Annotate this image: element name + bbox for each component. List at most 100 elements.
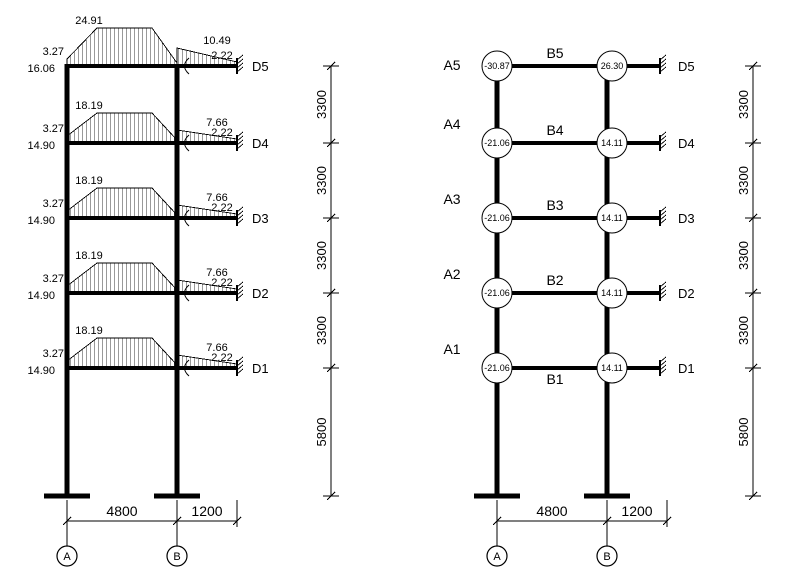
dim-story-height: 3300 [736, 166, 751, 195]
link-support-hatch [659, 360, 667, 367]
story-label: A5 [443, 57, 460, 73]
dim-tick [326, 491, 336, 501]
hinge-arc [184, 284, 190, 302]
joint-value-circle [596, 202, 628, 234]
story-label: A1 [443, 341, 460, 357]
joint-value-circle [596, 277, 628, 309]
hinge-arc [184, 134, 190, 152]
link-support-hatch [236, 58, 244, 65]
joint-value-circle [596, 127, 628, 159]
level-label: D5 [252, 59, 269, 74]
axis-bubble [486, 545, 508, 567]
dim-story-height: 5800 [314, 418, 329, 447]
dim-tick [326, 61, 336, 71]
level-label: D1 [252, 361, 269, 376]
dim-tick [662, 516, 672, 526]
link-support-hatch [236, 214, 244, 221]
link-support-hatch [659, 289, 667, 296]
moment-a-bottom-value: 14.90 [27, 215, 55, 227]
story-label: A3 [443, 191, 460, 207]
joint-moment-value: 14.11 [601, 213, 623, 223]
moment-cantilever-value: 10.49 [203, 35, 231, 47]
level-label: D4 [252, 136, 269, 151]
link-support-hatch [236, 206, 244, 213]
dim-span: 4800 [536, 503, 567, 519]
link-support-hatch [659, 206, 667, 213]
link-support-hatch [236, 364, 244, 371]
moment-a-bottom-value: 16.06 [27, 63, 55, 75]
axis-bubble-label: A [63, 551, 71, 563]
joint-moment-value: -30.87 [484, 61, 510, 71]
link-support-hatch [236, 131, 244, 138]
level-label: D3 [678, 211, 695, 226]
link-support-hatch [659, 218, 667, 225]
link-support-hatch [236, 54, 244, 61]
axis-bubble-label: A [493, 551, 501, 563]
link-support-hatch [236, 285, 244, 292]
axis-bubble [56, 545, 78, 567]
dim-tick [602, 516, 612, 526]
link-support-hatch [659, 143, 667, 150]
joint-value-circle [481, 50, 513, 82]
beam-label: B3 [546, 197, 563, 213]
base-support [584, 493, 630, 499]
dim-tick [232, 516, 242, 526]
hinge-arc [184, 209, 190, 227]
dim-tick [326, 363, 336, 373]
dim-story-height: 3300 [736, 90, 751, 119]
beam-moment-shape [66, 187, 178, 219]
link-support-hatch [659, 214, 667, 221]
dim-tick [748, 288, 758, 298]
link-support-hatch [659, 58, 667, 65]
dim-tick [748, 61, 758, 71]
link-support-hatch [659, 210, 667, 217]
moment-tip-value: 2.22 [211, 127, 232, 139]
link-support-hatch [659, 285, 667, 292]
link-support-hatch [659, 62, 667, 69]
moment-peak-value: 18.19 [75, 250, 103, 262]
moment-cantilever-value: 7.66 [206, 192, 227, 204]
level-label: D1 [678, 361, 695, 376]
dim-story-height: 3300 [314, 90, 329, 119]
moment-cantilever-value: 7.66 [206, 117, 227, 129]
beam-label: B4 [546, 122, 563, 138]
dim-tick [326, 213, 336, 223]
joint-moment-value: -21.06 [484, 213, 510, 223]
link-support-hatch [236, 210, 244, 217]
beam-label: B5 [546, 45, 563, 61]
joint-value-circle [596, 50, 628, 82]
base-support [154, 493, 200, 499]
dim-tick [748, 213, 758, 223]
link-support-hatch [236, 66, 244, 73]
joint-moment-value: 14.11 [601, 363, 623, 373]
moment-tip-value: 2.22 [211, 277, 232, 289]
axis-bubble-label: B [173, 551, 180, 563]
beam-label: B2 [546, 272, 563, 288]
link-support-hatch [236, 293, 244, 300]
moment-cantilever-value: 7.66 [206, 342, 227, 354]
moment-tip-value: 2.22 [211, 50, 232, 62]
link-support-hatch [659, 139, 667, 146]
dim-tick [172, 516, 182, 526]
base-support [44, 493, 90, 499]
link-support-hatch [659, 131, 667, 138]
dim-story-height: 3300 [314, 166, 329, 195]
joint-value-circle [481, 202, 513, 234]
beam-moment-shape [66, 27, 178, 67]
link-support-hatch [659, 356, 667, 363]
joint-value-circle [481, 352, 513, 384]
axis-bubble [166, 545, 188, 567]
story-label: A4 [443, 116, 460, 132]
link-support-hatch [659, 281, 667, 288]
beam-moment-shape [66, 337, 178, 369]
link-support-hatch [236, 218, 244, 225]
moment-a-top-value: 3.27 [43, 123, 64, 135]
link-support-hatch [659, 54, 667, 61]
level-label: D3 [252, 211, 269, 226]
joint-moment-value: 14.11 [601, 138, 623, 148]
level-label: D5 [678, 59, 695, 74]
dim-cantilever: 1200 [621, 503, 652, 519]
moment-peak-value: 18.19 [75, 100, 103, 112]
moment-peak-value: 24.91 [75, 15, 103, 27]
joint-moment-value: 26.30 [601, 61, 624, 71]
